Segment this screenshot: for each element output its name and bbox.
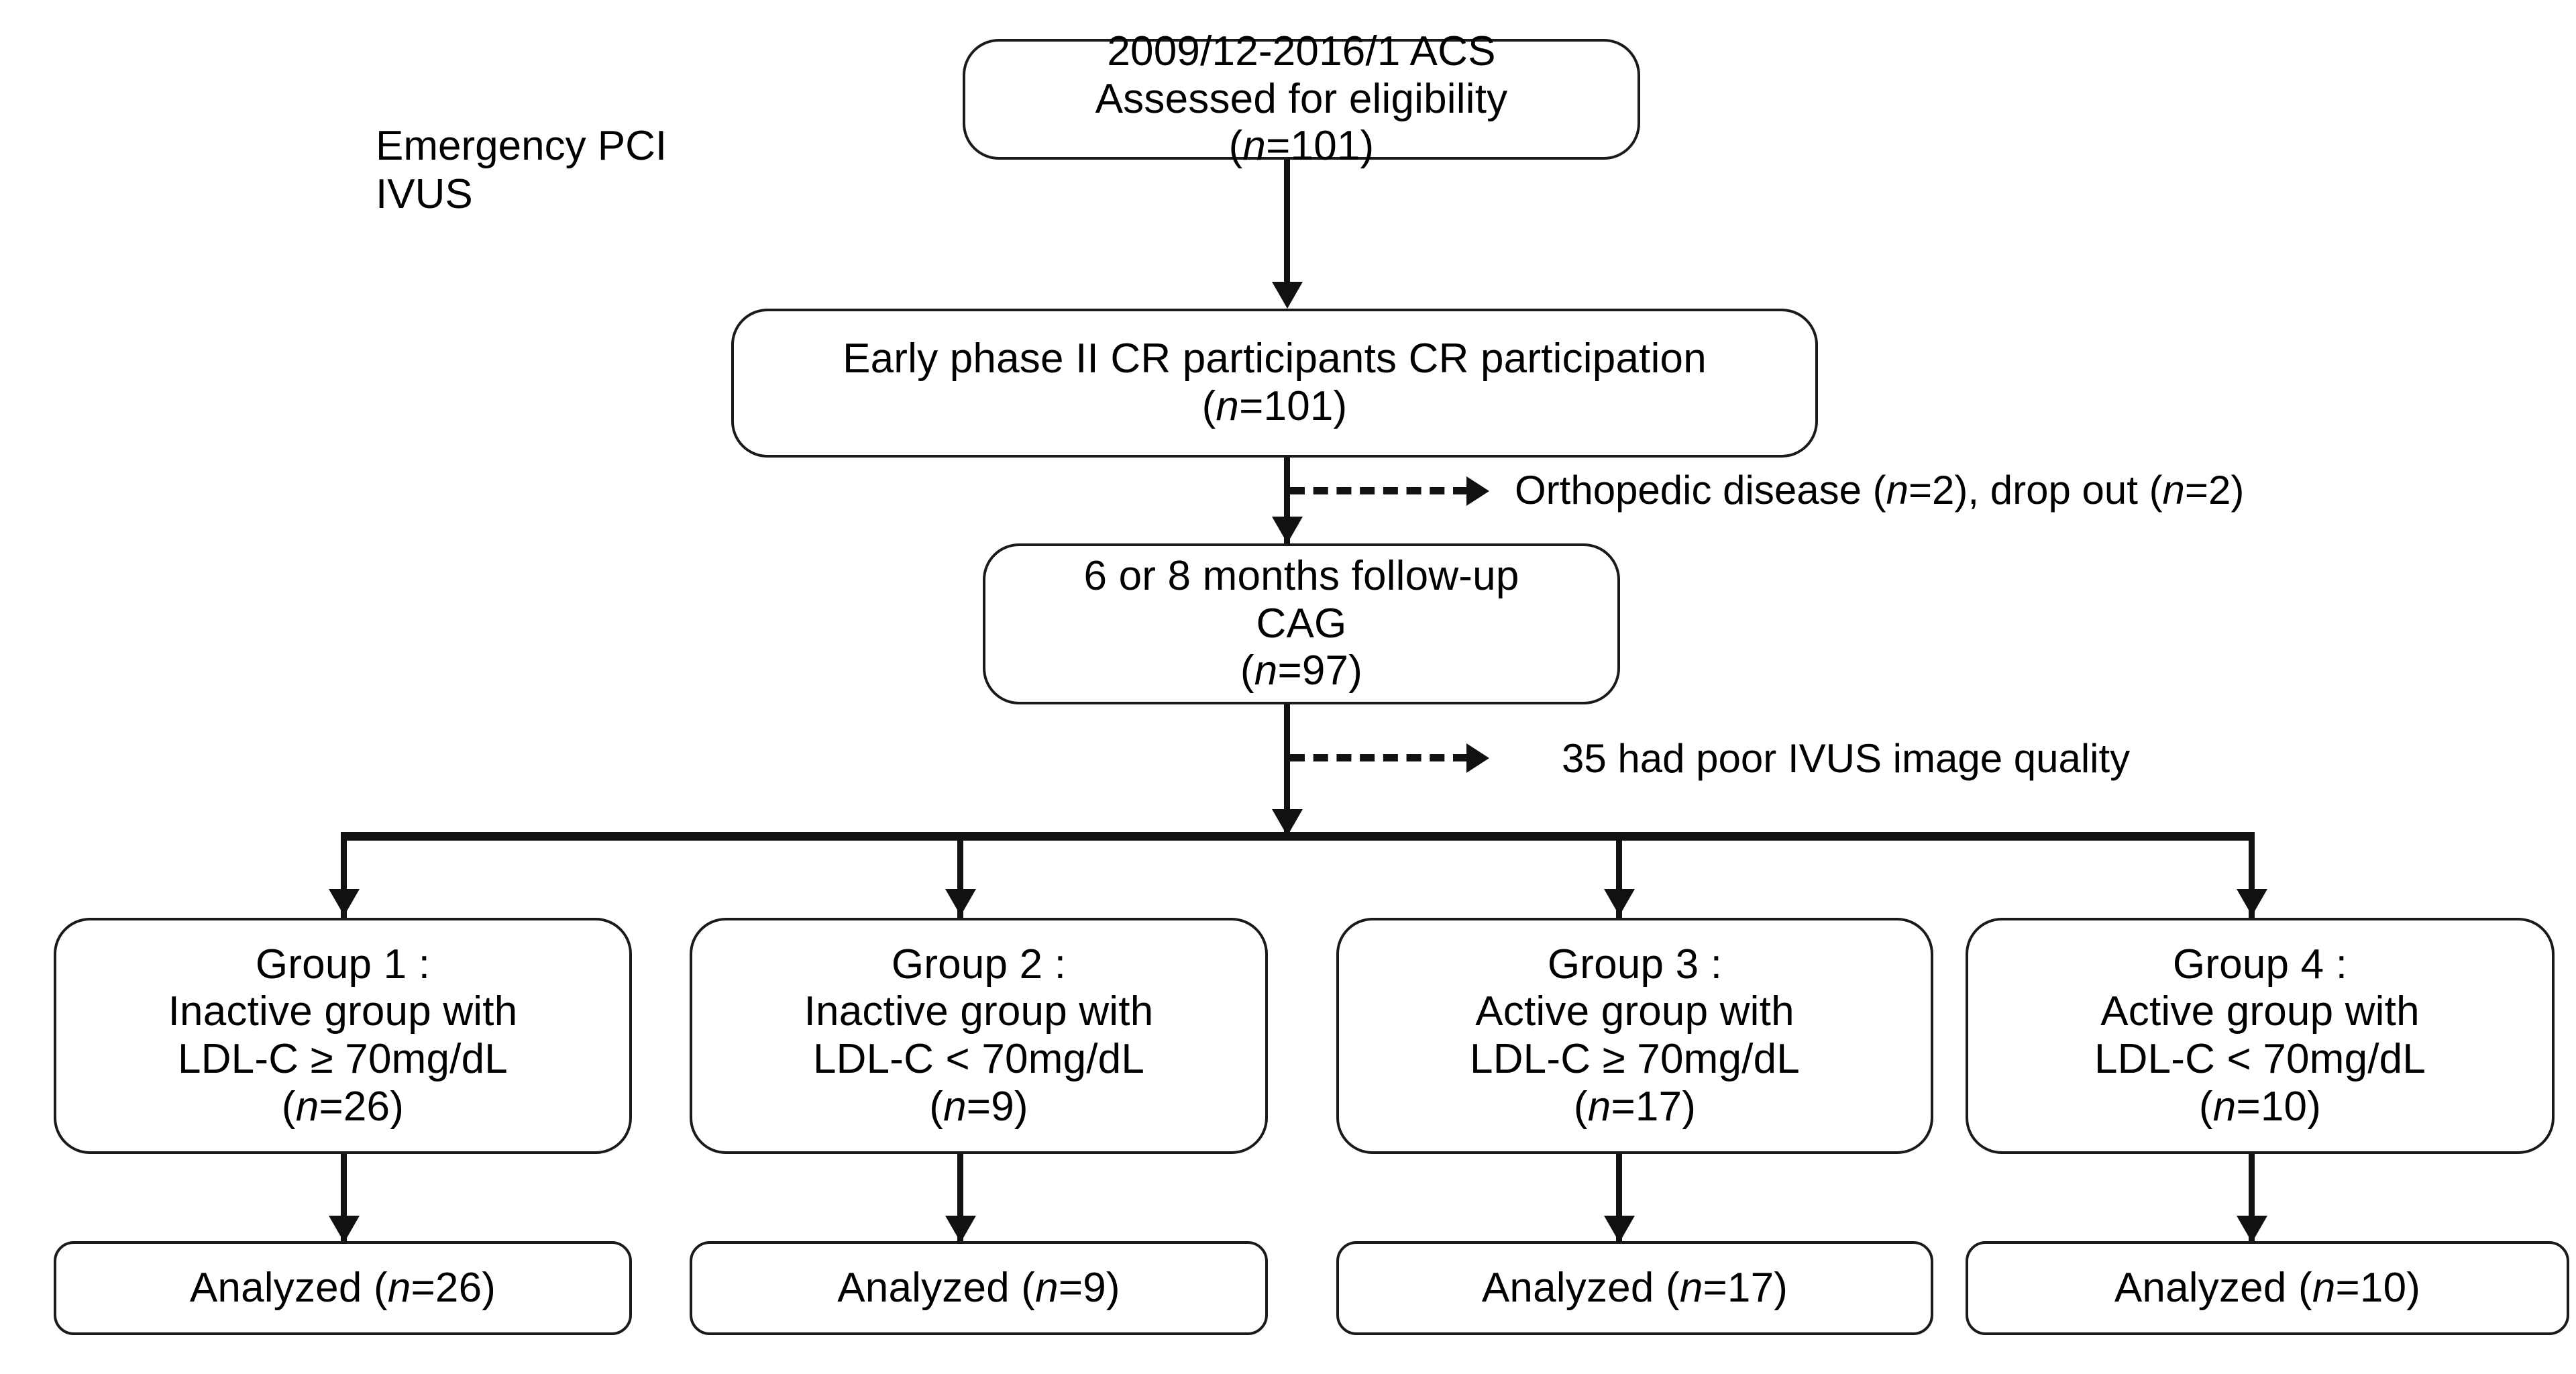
- arrowhead-followup-to-split: [1272, 809, 1303, 836]
- dasharrow-exclusion-2: [1466, 743, 1489, 773]
- exclusion-orthopedic-dropout: Orthopedic disease (n=2), drop out (n=2): [1515, 468, 2245, 513]
- group-2-count: (n=9): [929, 1083, 1028, 1130]
- emergency-pci-ivus-caption: Emergency PCI IVUS: [376, 74, 667, 219]
- group-3-count: (n=17): [1573, 1083, 1697, 1130]
- group-2: Group 2 : Inactive group with LDL-C < 70…: [690, 918, 1268, 1154]
- group-2-ldl: LDL-C < 70mg/dL: [812, 1036, 1145, 1082]
- caption-line-2: IVUS: [376, 170, 473, 217]
- cr-count: (n=101): [1201, 383, 1348, 429]
- dashed-connector-exclusion-2: [1290, 754, 1468, 761]
- arrowhead-group-2-to-analyzed: [945, 1216, 976, 1243]
- cr-line-1: Early phase II CR participants CR partic…: [843, 335, 1707, 382]
- connector-split-to-group-3: [1616, 832, 1622, 918]
- arrowhead-split-to-group-2: [945, 889, 976, 916]
- group-3-title: Group 3 :: [1547, 941, 1723, 988]
- group-4-title: Group 4 :: [2172, 941, 2348, 988]
- group-1: Group 1 : Inactive group with LDL-C ≥ 70…: [54, 918, 632, 1154]
- group-4-count: (n=10): [2198, 1083, 2322, 1130]
- enrollment-line-1: 2009/12-2016/1 ACS: [1107, 28, 1496, 74]
- group-2-title: Group 2 :: [891, 941, 1067, 988]
- connector-split-to-group-1: [341, 832, 347, 918]
- followup-line-2: CAG: [1256, 600, 1347, 647]
- enrollment-count: (n=101): [1228, 123, 1375, 170]
- arrowhead-cr-to-followup: [1272, 517, 1303, 543]
- arrowhead-split-to-group-4: [2237, 889, 2267, 916]
- node-enrollment: 2009/12-2016/1 ACS Assessed for eligibil…: [963, 28, 1640, 169]
- group-3-ldl: LDL-C ≥ 70mg/dL: [1470, 1036, 1800, 1082]
- group-4-ldl: LDL-C < 70mg/dL: [2094, 1036, 2426, 1082]
- arrowhead-group-4-to-analyzed: [2237, 1216, 2267, 1243]
- connector-group-2-to-analyzed: [957, 1154, 963, 1241]
- analyzed-group-3-label: Analyzed (n=17): [1481, 1264, 1788, 1311]
- group-4: Group 4 : Active group with LDL-C < 70mg…: [1966, 918, 2555, 1154]
- arrowhead-split-to-group-3: [1604, 889, 1635, 916]
- analyzed-group-2-label: Analyzed (n=9): [837, 1264, 1120, 1311]
- arrowhead-enrollment-to-cr: [1272, 282, 1303, 309]
- caption-line-1: Emergency PCI: [376, 122, 667, 169]
- connector-split-to-group-4: [2249, 832, 2255, 918]
- exclusion-poor-ivus: 35 had poor IVUS image quality: [1562, 736, 2131, 781]
- group-2-activity: Inactive group with: [804, 988, 1154, 1035]
- arrowhead-group-1-to-analyzed: [329, 1216, 360, 1243]
- connector-group-3-to-analyzed: [1616, 1154, 1622, 1241]
- node-followup-cag: 6 or 8 months follow-up CAG (n=97): [983, 543, 1620, 704]
- followup-count: (n=97): [1240, 647, 1363, 694]
- dashed-connector-exclusion-1: [1290, 487, 1468, 494]
- group-1-count: (n=26): [281, 1083, 405, 1130]
- connector-followup-to-split: [1284, 704, 1290, 835]
- split-distributor-bar: [343, 832, 2254, 841]
- group-1-title: Group 1 :: [255, 941, 431, 988]
- analyzed-group-1-label: Analyzed (n=26): [189, 1264, 496, 1311]
- followup-line-1: 6 or 8 months follow-up: [1083, 552, 1519, 599]
- node-cr-participation: Early phase II CR participants CR partic…: [731, 309, 1818, 458]
- connector-group-1-to-analyzed: [341, 1154, 347, 1241]
- enrollment-line-2: Assessed for eligibility: [1095, 75, 1508, 122]
- connector-cr-to-followup: [1284, 458, 1290, 546]
- group-1-activity: Inactive group with: [168, 988, 518, 1035]
- connector-split-to-group-2: [957, 832, 963, 918]
- analyzed-group-4-label: Analyzed (n=10): [2114, 1264, 2421, 1311]
- analyzed-group-1: Analyzed (n=26): [54, 1241, 632, 1335]
- group-3-activity: Active group with: [1475, 988, 1794, 1035]
- connector-group-4-to-analyzed: [2249, 1154, 2255, 1241]
- group-1-ldl: LDL-C ≥ 70mg/dL: [178, 1036, 508, 1082]
- group-4-activity: Active group with: [2100, 988, 2420, 1035]
- group-3: Group 3 : Active group with LDL-C ≥ 70mg…: [1336, 918, 1933, 1154]
- analyzed-group-3: Analyzed (n=17): [1336, 1241, 1933, 1335]
- arrowhead-split-to-group-1: [329, 889, 360, 916]
- analyzed-group-2: Analyzed (n=9): [690, 1241, 1268, 1335]
- analyzed-group-4: Analyzed (n=10): [1966, 1241, 2569, 1335]
- arrowhead-group-3-to-analyzed: [1604, 1216, 1635, 1243]
- dasharrow-exclusion-1: [1466, 476, 1489, 506]
- connector-enrollment-to-cr: [1284, 160, 1290, 284]
